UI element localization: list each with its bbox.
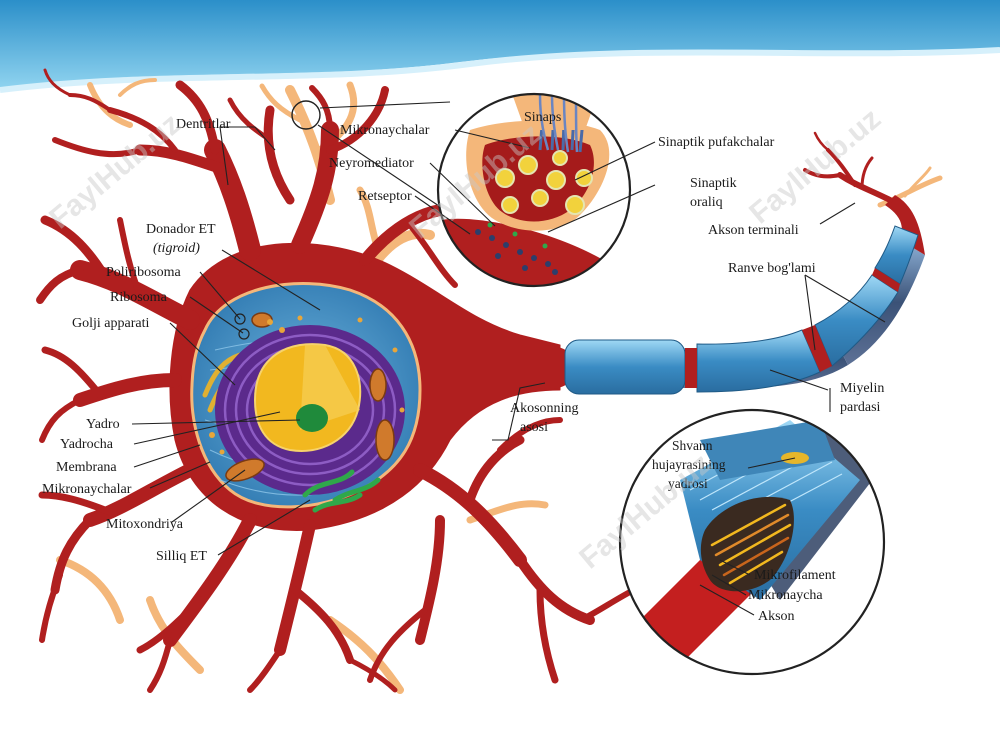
ranvier-nodes <box>685 268 900 388</box>
axon <box>540 195 925 395</box>
myelin-sheath <box>564 225 919 395</box>
label-poliribosoma: Poliribosoma <box>106 265 181 280</box>
label-sinaptik-oraliq-2: oraliq <box>690 195 723 210</box>
label-akson-asosi-2: asosi <box>520 420 548 435</box>
slide-header-banner <box>0 0 1000 102</box>
label-donador-et: Donador ET <box>146 222 216 237</box>
label-yadro: Yadro <box>86 417 120 432</box>
label-mikronaycha: Mikronaycha <box>748 588 823 603</box>
label-sinaptik-oraliq-1: Sinaptik <box>690 176 737 191</box>
label-miyelin-1: Miyelin <box>840 381 884 396</box>
label-shvann-3: yadrosi <box>668 476 708 491</box>
nucleus <box>215 325 405 495</box>
receptors <box>475 229 558 275</box>
label-dentritlar: Dentritlar <box>176 117 231 132</box>
label-mikronaychalar-top: Mikronaychalar <box>340 123 430 138</box>
label-akson: Akson <box>758 609 795 624</box>
watermark-1: FaylHub.uz <box>43 107 187 235</box>
label-ranve: Ranve bog'lami <box>728 261 816 276</box>
polyribosome-marker <box>234 313 250 340</box>
leader-lines <box>131 126 886 616</box>
label-akson-terminali: Akson terminali <box>708 223 799 238</box>
label-retseptor: Retseptor <box>358 189 412 204</box>
label-miyelin-2: pardasi <box>840 400 881 415</box>
label-neyromediator: Neyromediator <box>329 156 414 171</box>
label-mikrofilament: Mikrofilament <box>754 568 836 583</box>
axon-terminal <box>803 131 893 203</box>
label-tigroid: (tigroid) <box>153 241 200 256</box>
label-mikronaychalar-left: Mikronaychalar <box>42 482 132 497</box>
smooth-er <box>302 469 381 513</box>
nucleolus <box>296 404 328 432</box>
label-membrana: Membrana <box>56 460 117 475</box>
label-silliq-et: Silliq ET <box>156 549 207 564</box>
label-sinaptik-pufakchalar: Sinaptik pufakchalar <box>658 135 775 150</box>
labels: Dentritlar Donador ET (tigroid) Poliribo… <box>42 110 884 624</box>
label-mitoxondriya: Mitoxondriya <box>106 517 184 532</box>
label-yadrocha: Yadrocha <box>60 437 114 452</box>
label-shvann-2: hujayrasining <box>652 457 726 472</box>
label-shvann-1: Shvann <box>672 438 713 453</box>
synaptic-vesicles <box>495 150 593 215</box>
mitochondria <box>225 312 395 482</box>
label-golji: Golji apparati <box>72 316 149 331</box>
ribosomes <box>209 315 405 455</box>
label-akson-asosi-1: Akosonning <box>510 401 578 416</box>
synapse-source-marker <box>291 100 321 130</box>
myelin-inset <box>618 388 886 676</box>
label-ribosoma: Ribosoma <box>110 290 168 305</box>
label-sinaps: Sinaps <box>524 110 561 125</box>
